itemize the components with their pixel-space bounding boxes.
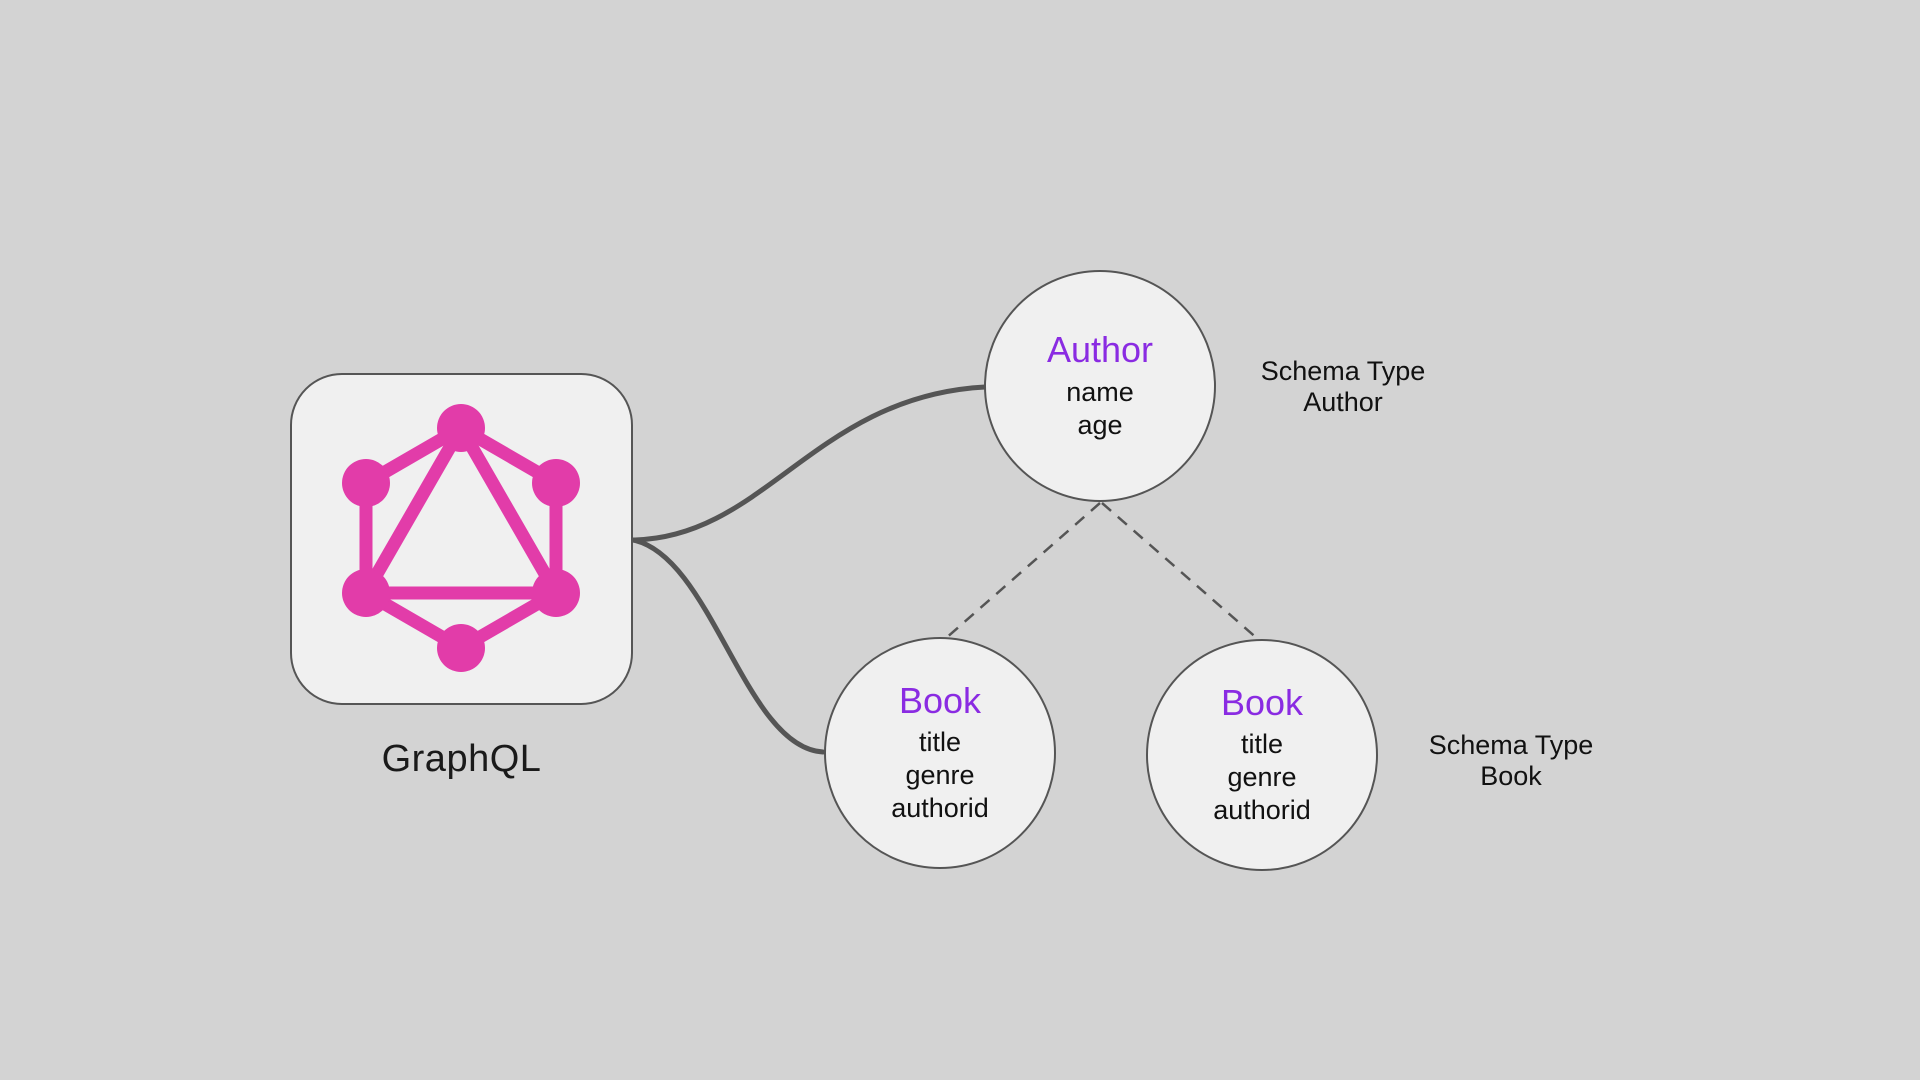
node-author-title: Author (1046, 329, 1154, 371)
node-book-right: Book title genre authorid (1146, 639, 1378, 871)
node-author-field: name (1066, 376, 1134, 407)
node-book-left-title: Book (898, 679, 982, 721)
node-book-left: Book title genre authorid (824, 637, 1056, 869)
node-book-right-field: authorid (1213, 795, 1311, 826)
node-book-left-field: title (918, 727, 962, 758)
annotation-line: Schema Type (1260, 356, 1426, 386)
node-author-field: age (1077, 409, 1123, 440)
connector-graphql-book (630, 537, 826, 755)
node-book-left-field: authorid (891, 793, 989, 824)
connector-graphql-author (630, 384, 988, 543)
node-book-left-field: genre (905, 760, 975, 791)
connector-author-book-right-dashed (1101, 502, 1260, 641)
graphql-label: GraphQL (381, 738, 542, 780)
node-book-right-field: genre (1227, 762, 1297, 793)
annotation-line: Author (1303, 387, 1383, 417)
connector-author-book-left-dashed (944, 502, 1101, 640)
graphql-logo-icon (342, 404, 580, 672)
node-book-right-title: Book (1220, 681, 1304, 723)
node-author: Author name age (984, 270, 1216, 502)
annotation-schema-type-author: Schema Type Author (1233, 356, 1453, 418)
annotation-schema-type-book: Schema Type Book (1401, 730, 1621, 792)
annotation-line: Book (1480, 761, 1542, 791)
node-book-right-field: title (1240, 729, 1284, 760)
annotation-line: Schema Type (1428, 730, 1594, 760)
graphql-node (290, 373, 633, 705)
